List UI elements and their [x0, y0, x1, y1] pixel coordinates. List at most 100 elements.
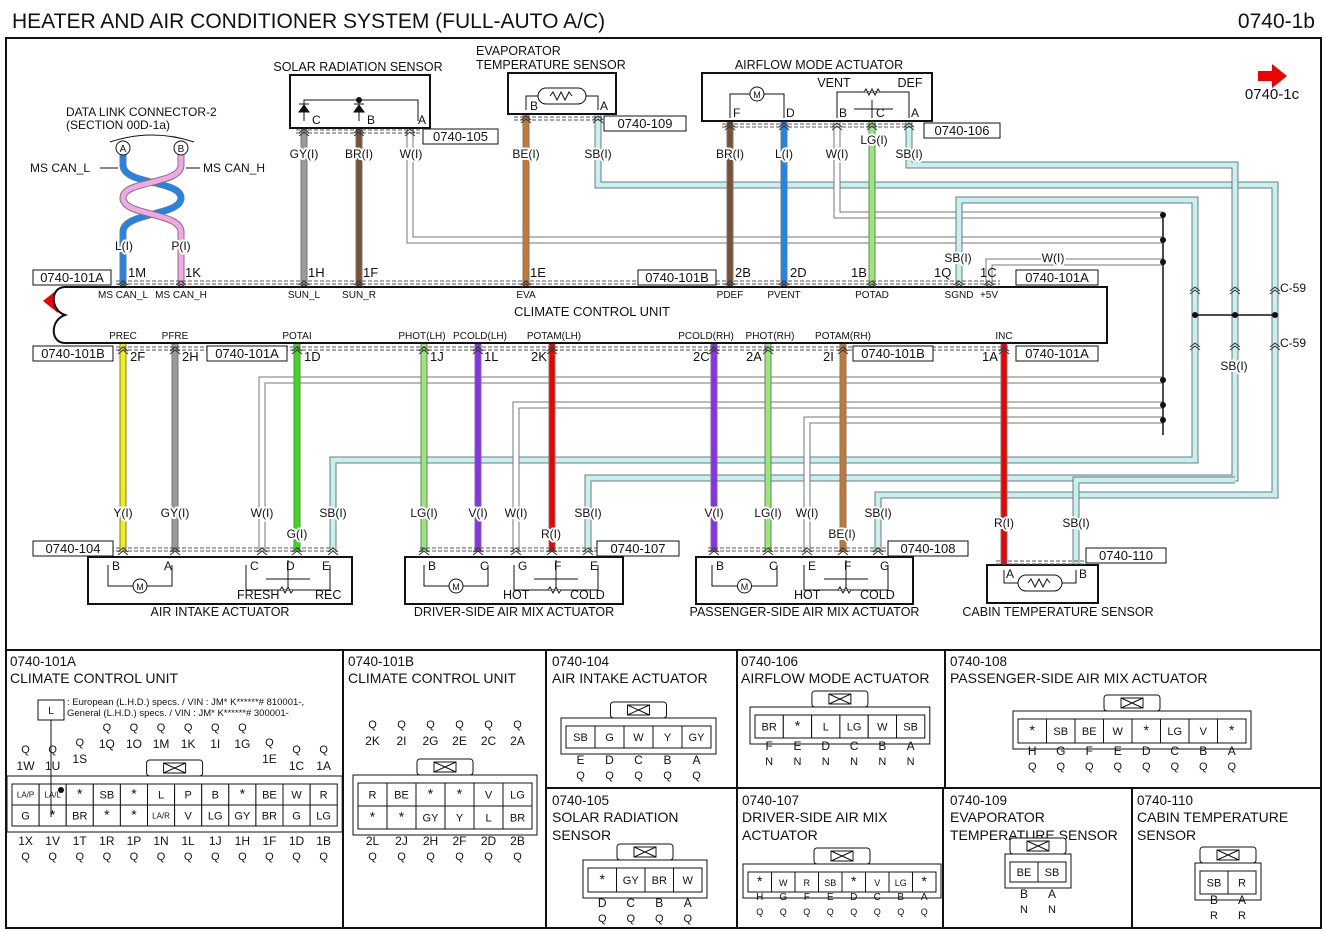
latch-x-icon — [830, 850, 854, 862]
motor-glyph: M — [136, 582, 144, 592]
ccu-signal: POTAM(LH) — [527, 331, 581, 342]
junction-dot — [1160, 212, 1166, 218]
connector-cell — [1188, 718, 1218, 744]
terminal-type: Q — [238, 722, 247, 734]
wire-sb — [906, 122, 1238, 287]
terminal-mark — [708, 547, 720, 556]
pin-label: B — [1210, 893, 1218, 907]
panel-connector-id: 0740-107 — [742, 793, 799, 808]
wire-label: SB(I) — [944, 251, 971, 265]
ccu-signal: MS CAN_H — [155, 290, 207, 301]
wire-w — [407, 128, 1163, 243]
pin-label: G — [779, 892, 787, 903]
terminal-type: Q — [265, 737, 274, 749]
pin-label: H — [756, 892, 763, 903]
terminal-type: Q — [426, 719, 435, 731]
pin-label: B — [367, 113, 375, 127]
cell-wire-color: * — [600, 871, 606, 887]
panel-title: SOLAR RADIATION — [552, 809, 679, 825]
terminal-type: Q — [455, 851, 464, 863]
terminal-type: Q — [692, 770, 701, 782]
pin-label: 1H — [235, 834, 250, 848]
pin-label: 2B — [510, 834, 525, 848]
terminal-type: Q — [605, 770, 614, 782]
wire-label: W(I) — [400, 147, 423, 161]
splice-c59-upper: C-59 — [1280, 281, 1306, 295]
ccu-signal: PHOT(RH) — [746, 331, 795, 342]
cabin-sensor-title: CABIN TEMPERATURE SENSOR — [962, 605, 1153, 619]
latch-x-icon — [633, 846, 657, 858]
cell-wire-color: SB — [1045, 867, 1060, 879]
pin-label: 1K — [181, 737, 196, 751]
cell-wire-color: BE — [394, 790, 409, 802]
ccu-pin: 2D — [790, 265, 807, 280]
pin-label: A — [692, 753, 700, 767]
cell-wire-color: LG — [510, 790, 525, 802]
terminal-mark — [510, 547, 522, 556]
terminal-type: N — [793, 756, 801, 768]
pin-label: G — [518, 559, 527, 573]
terminal-type: Q — [576, 770, 585, 782]
wire-label: W(I) — [505, 506, 528, 520]
terminal-type: N — [907, 756, 915, 768]
cell-wire-color: SB — [1207, 878, 1222, 890]
pin-label: 2A — [510, 734, 525, 748]
wire-label: LG(I) — [410, 506, 437, 520]
wire-sb-outline — [584, 343, 1239, 552]
pin-label: B — [530, 99, 538, 113]
next-page-arrow-icon[interactable] — [1258, 64, 1287, 88]
pin-label: A — [921, 892, 928, 903]
terminal-mark — [117, 547, 129, 556]
page-id: 0740-1b — [1238, 10, 1315, 33]
pin-label: B — [428, 559, 436, 573]
cell-wire-color: LG — [895, 878, 907, 888]
terminal-mark — [291, 346, 303, 355]
terminal-mark — [903, 122, 915, 131]
connector-ref-box — [637, 269, 717, 286]
cell-wire-color: V — [874, 878, 880, 888]
connector-cell — [502, 805, 533, 830]
cell-wire-color: R — [1238, 878, 1246, 890]
terminal-type: Q — [683, 913, 692, 925]
pin-label: 1F — [262, 834, 276, 848]
ccu-pin: 2F — [130, 349, 145, 364]
pin-label: E — [576, 753, 584, 767]
pin-label: B — [1020, 887, 1028, 901]
terminal-mark — [256, 547, 268, 556]
terminal-type: Q — [184, 851, 193, 863]
pin-label: D — [1142, 744, 1151, 758]
pin-label: E — [590, 559, 598, 573]
terminal-type: Q — [850, 907, 857, 917]
latch-x-icon — [627, 704, 650, 716]
ccu-pin: 1Q — [934, 265, 951, 280]
resistor-icon — [279, 585, 294, 595]
panel-title: AIR INTAKE ACTUATOR — [552, 670, 708, 686]
terminal-mark — [169, 346, 181, 355]
ccu-signal: PCOLD(LH) — [453, 331, 507, 342]
cell-wire-color: * — [795, 718, 801, 734]
ccu-pin: 1F — [363, 265, 378, 280]
terminal-type: Q — [1056, 761, 1065, 773]
pin-label: E — [322, 559, 330, 573]
terminal-mark — [418, 547, 430, 556]
terminal-mark — [117, 280, 129, 289]
pin-label: G — [880, 559, 889, 573]
pin-label: C — [480, 559, 489, 573]
ccu-pin: 2K — [531, 349, 547, 364]
pin-label: 1R — [99, 834, 115, 848]
ccu-signal: MS CAN_L — [98, 290, 148, 301]
cell-wire-color: * — [104, 807, 110, 823]
terminal-type: Q — [874, 907, 881, 917]
pin-label: B — [839, 106, 847, 120]
wire-label: SB(I) — [584, 147, 611, 161]
panel-title: CLIMATE CONTROL UNIT — [10, 670, 178, 686]
passenger-air-mix-actuator-title: PASSENGER-SIDE AIR MIX ACTUATOR — [690, 605, 920, 619]
connector-ref-0740-108-box — [887, 540, 969, 557]
driver-air-mix-actuator-title: DRIVER-SIDE AIR MIX ACTUATOR — [414, 605, 614, 619]
pin-label: 2E — [452, 734, 467, 748]
ccu-pin: 1M — [128, 265, 146, 280]
terminal-type: Q — [655, 913, 664, 925]
connector-cell — [1046, 718, 1076, 744]
cell-wire-color: GY — [234, 811, 251, 823]
